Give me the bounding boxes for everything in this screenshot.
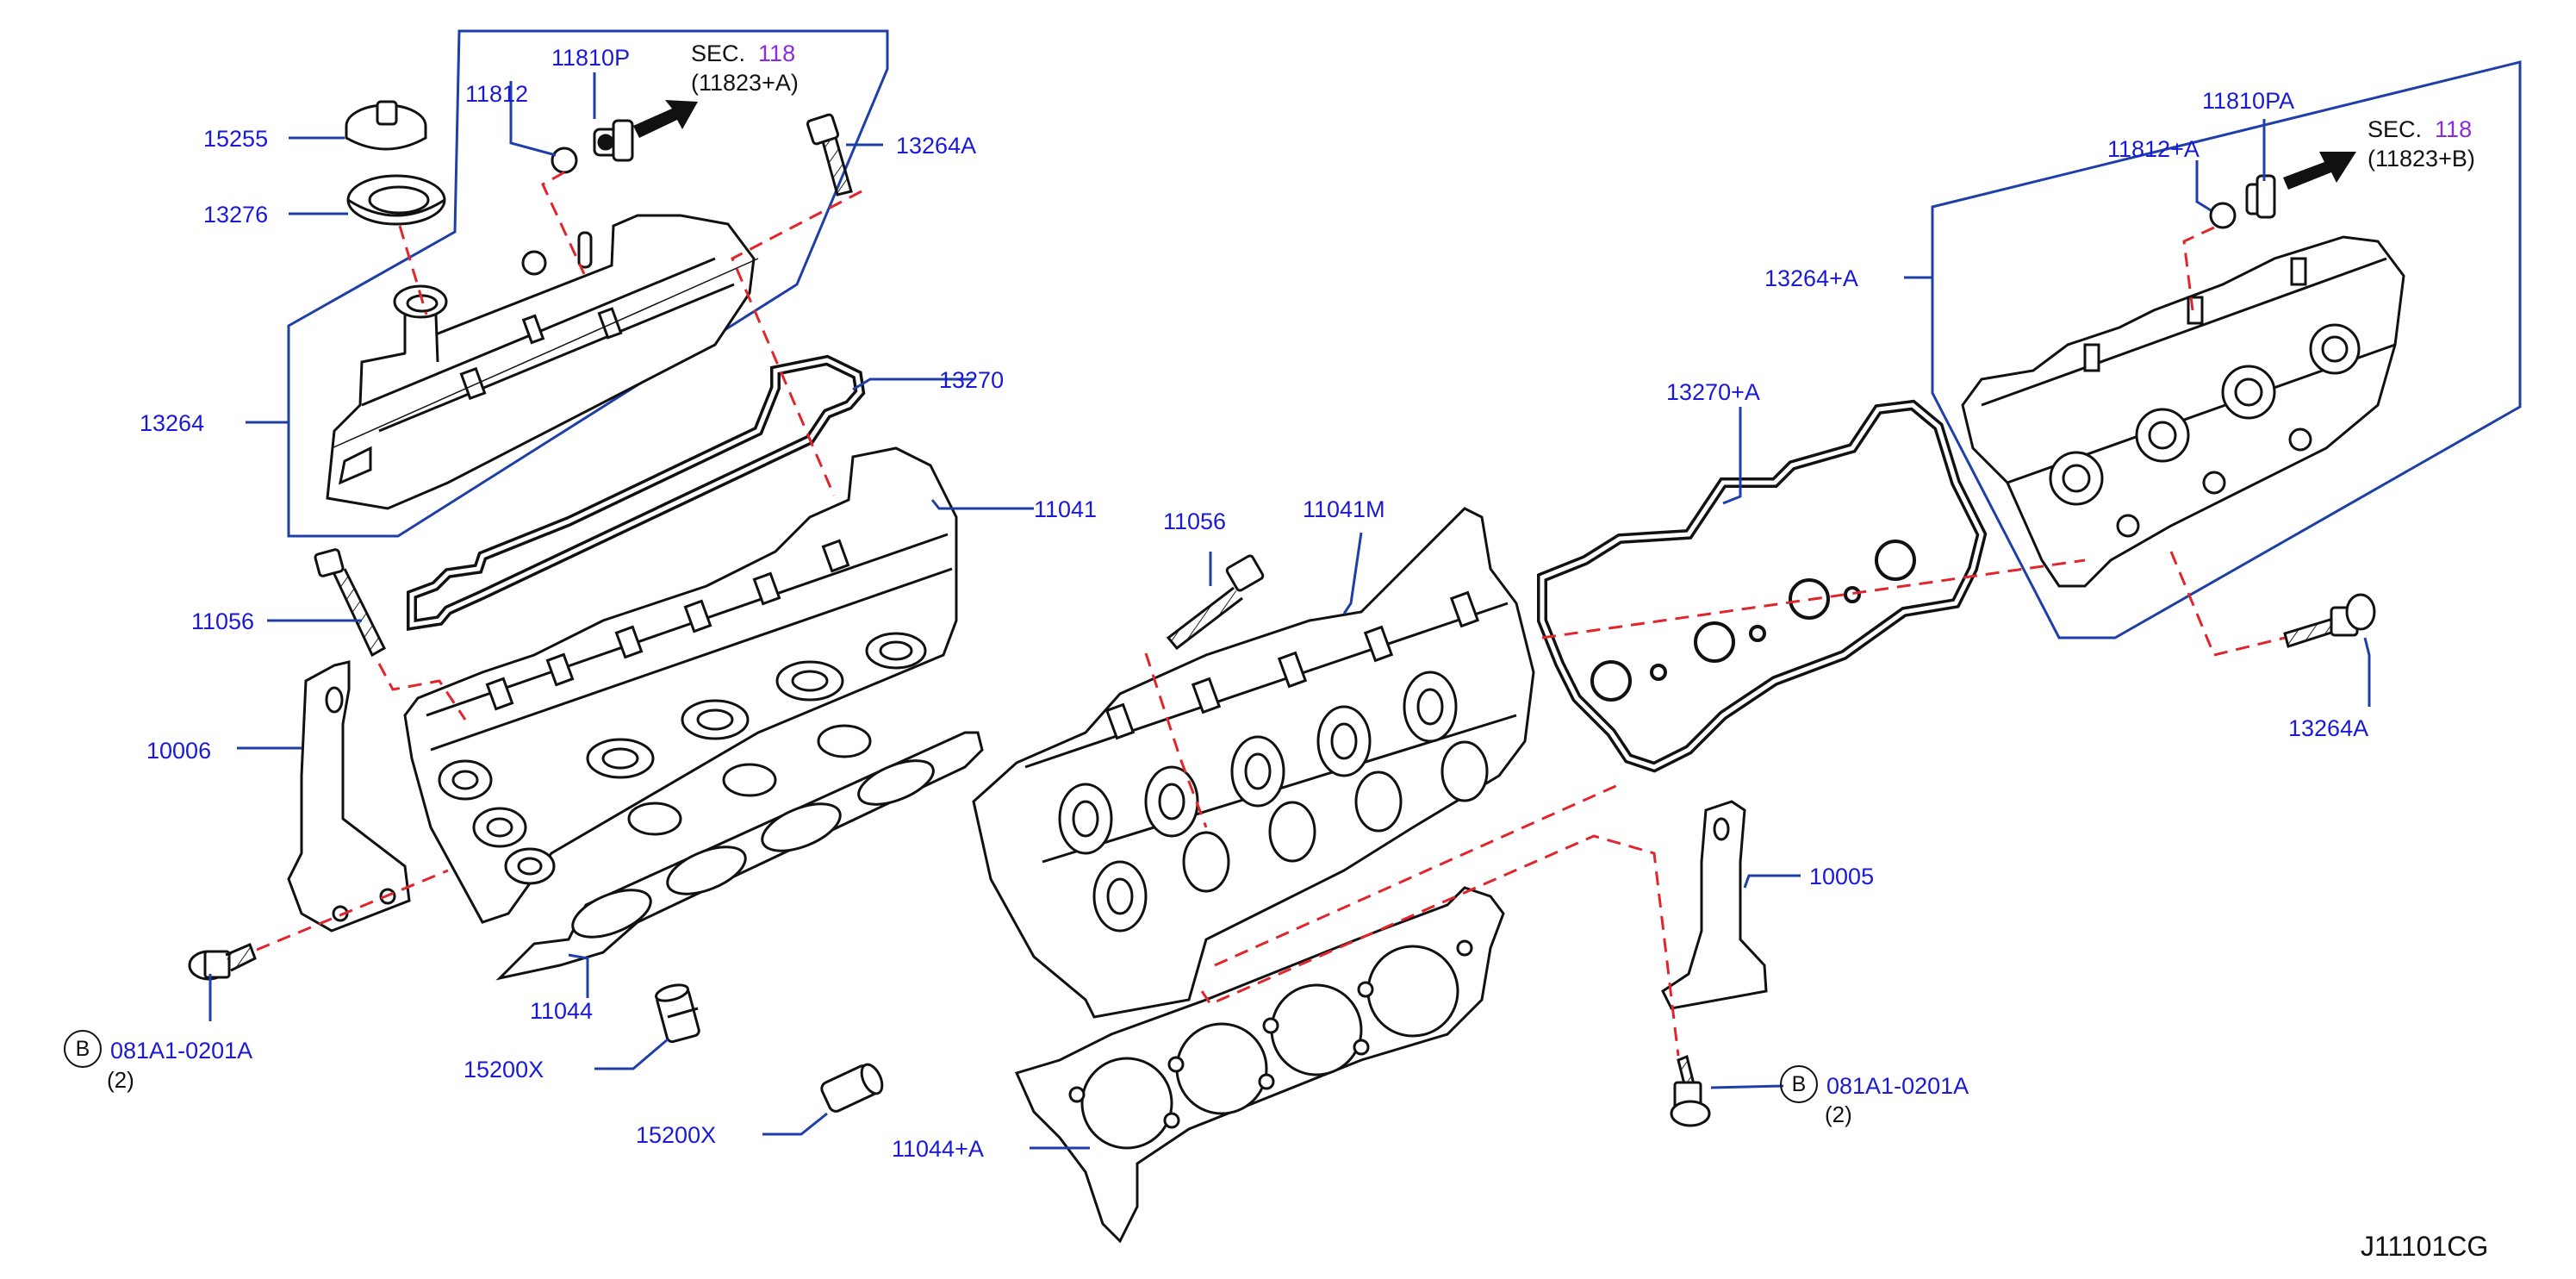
cover-bolt-right (2283, 593, 2376, 648)
sec-prefix-right: SEC. (2368, 116, 2423, 142)
head-bolt-mid (1166, 554, 1265, 651)
bracket-bolt-left (188, 943, 257, 981)
cover-bolt-left (806, 113, 853, 197)
sec-subref-right: (11823+B) (2368, 145, 2475, 172)
sec-ref-left: SEC. 118 (11823+A) (691, 40, 799, 98)
diagram-code: J11101CG (2361, 1231, 2489, 1262)
callout-15200x-b: 15200X (636, 1122, 717, 1148)
spark-plug-tube-b (820, 1063, 884, 1113)
sec-arrow-left-icon (633, 100, 698, 138)
callout-10005: 10005 (1809, 864, 1875, 889)
callout-13264a-left: 13264A (896, 133, 977, 159)
head-gasket-left (495, 731, 984, 981)
callout-081a1-left: 081A1-0201A (110, 1038, 253, 1064)
grommet-right (2209, 202, 2237, 229)
qty-right: (2) (1825, 1101, 1852, 1127)
cylinder-head-left (403, 446, 958, 924)
callout-10006: 10006 (146, 738, 212, 764)
head-bolt-left (314, 548, 386, 658)
head-gasket-right (1014, 886, 1505, 1244)
callout-11041: 11041 (1034, 496, 1098, 522)
callout-13264a-right: 13264A (2288, 715, 2369, 741)
qty-left: (2) (107, 1067, 134, 1093)
valve-cover-gasket-right (1537, 399, 1988, 773)
callout-11810pa: 11810PA (2202, 88, 2295, 114)
oil-filler-cap (345, 100, 427, 151)
left-cover-assembly-frame (287, 29, 889, 538)
callout-11041m: 11041M (1303, 496, 1385, 522)
callout-11044-a: 11044+A (892, 1136, 984, 1162)
right-cover-assembly-frame (1931, 60, 2522, 640)
callout-15200x-a: 15200X (464, 1057, 544, 1082)
callout-11044: 11044 (530, 998, 594, 1024)
sec-ref-right: SEC. 118 (11823+B) (2368, 115, 2475, 174)
alignment-dashed-lines (256, 171, 2286, 1057)
callout-13264: 13264 (140, 410, 205, 436)
bolt-symbol-right-icon: B (1780, 1065, 1818, 1103)
sec-number-left: 118 (758, 41, 796, 66)
callout-081a1-right: 081A1-0201A (1826, 1073, 1969, 1099)
sec-arrow-right-icon (2283, 152, 2356, 190)
pcv-valve-right (2245, 174, 2276, 219)
grommet-left (551, 147, 578, 174)
sec-subref-left: (11823+A) (691, 69, 799, 96)
callout-13276: 13276 (203, 202, 269, 228)
callout-11056-left: 11056 (191, 608, 255, 634)
valve-cover-left (326, 214, 759, 510)
bolt-symbol-left-icon: B (64, 1030, 102, 1068)
callout-13270-a: 13270+A (1666, 379, 1760, 405)
callout-13270: 13270 (939, 367, 1005, 393)
cap-seal-ring (346, 174, 446, 226)
valve-cover-gasket-left (407, 354, 866, 632)
callout-11812: 11812 (465, 81, 529, 107)
bracket-bolt-right (1670, 1054, 1711, 1127)
callout-leader-lines (208, 72, 2371, 1150)
valve-cover-right (1961, 235, 2405, 588)
callout-11810p: 11810P (551, 45, 631, 71)
spark-plug-tube-a (655, 983, 700, 1044)
cylinder-head-right (972, 507, 1535, 1019)
callout-15255: 15255 (203, 126, 269, 152)
engine-bracket-right (1661, 800, 1768, 1010)
callout-13264-plus-a: 13264+A (1764, 265, 1858, 291)
callout-11056-mid: 11056 (1163, 508, 1227, 534)
sec-prefix-left: SEC. (691, 41, 746, 66)
callout-11812-a: 11812+A (2107, 136, 2200, 162)
sec-number-right: 118 (2435, 116, 2473, 142)
pcv-valve-left (593, 119, 634, 162)
engine-bracket-left (287, 660, 411, 933)
